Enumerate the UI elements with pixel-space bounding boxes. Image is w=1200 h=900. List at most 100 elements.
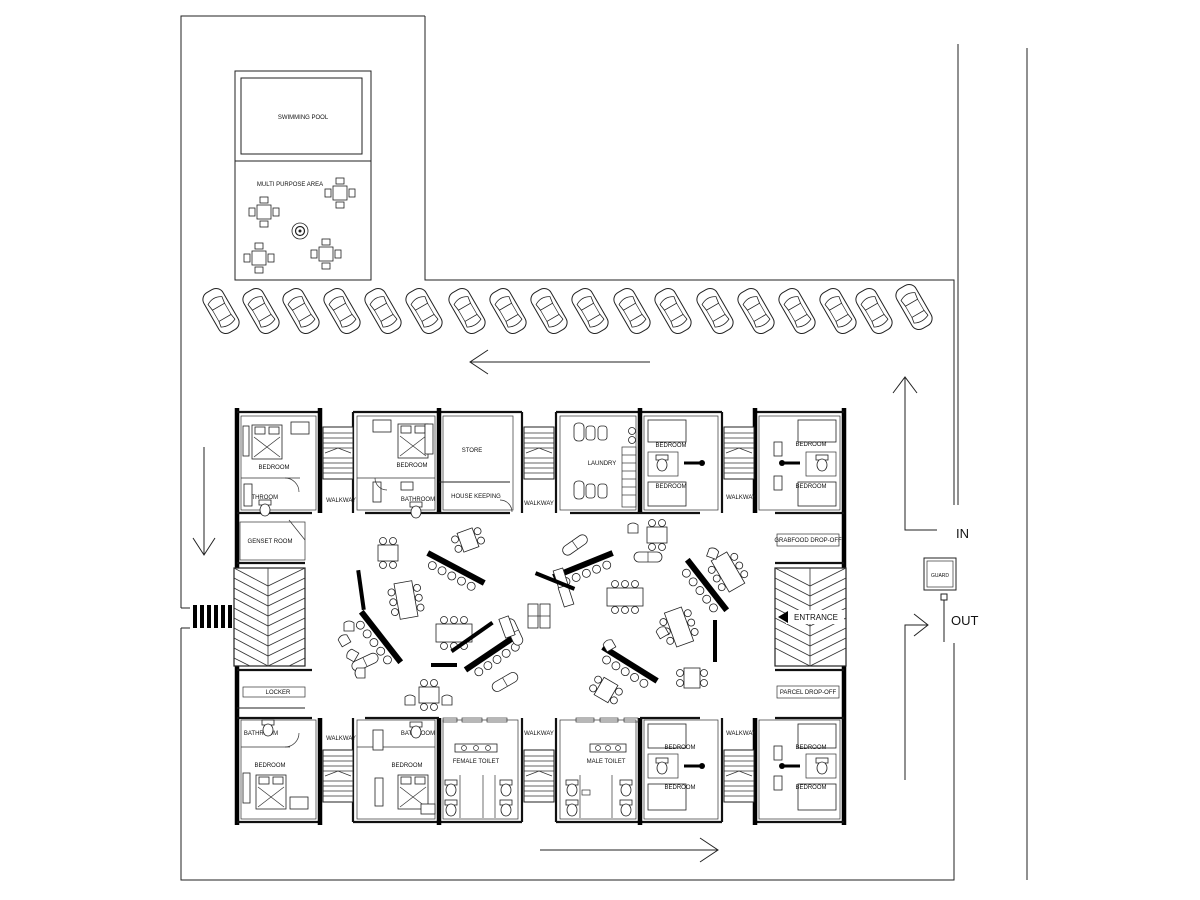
bathroom-label: BATHROOM xyxy=(244,495,278,501)
car-icon xyxy=(610,285,654,337)
car-icon xyxy=(852,285,896,337)
car-icon xyxy=(445,285,489,337)
bedroom-suite-br1: BEDROOM BEDROOM xyxy=(647,723,705,811)
entry-steps-left xyxy=(193,605,232,628)
genset-room: GENSET ROOM xyxy=(239,519,306,561)
counter-strips xyxy=(442,717,639,723)
parcel-dropoff: PARCEL DROP-OFF xyxy=(776,685,840,699)
car-icon xyxy=(361,285,405,337)
left-hatched-stair xyxy=(233,567,306,667)
staircase-icon xyxy=(322,749,354,803)
bedroom-label: BEDROOM xyxy=(655,484,686,490)
car-icon xyxy=(568,285,612,337)
multi-purpose-label: MULTI PURPOSE AREA xyxy=(257,182,323,188)
bedroom-suite-br2: BEDROOM BEDROOM xyxy=(773,723,837,811)
car-icon xyxy=(527,285,571,337)
bedroom-label: BEDROOM xyxy=(795,442,826,448)
small-table xyxy=(676,667,708,689)
bedroom-label: BEDROOM xyxy=(655,443,686,449)
car-icon xyxy=(279,285,323,337)
walkway-label: WALKWAY xyxy=(326,498,356,504)
staircase-icon xyxy=(523,749,555,803)
car-icon xyxy=(775,285,819,337)
bedroom-label: BEDROOM xyxy=(254,763,285,769)
arrow-out-icon xyxy=(904,613,929,780)
car-icon xyxy=(199,285,243,337)
car-icon xyxy=(239,285,283,337)
dining-table xyxy=(435,616,473,650)
bedroom-suite-tl: BEDROOM BATHROOM xyxy=(241,421,310,517)
parcel-label: PARCEL DROP-OFF xyxy=(780,690,837,696)
right-hatched-stair: ENTRANCE xyxy=(774,567,847,667)
guard-house: GUARD xyxy=(923,557,957,642)
outdoor-table xyxy=(324,177,356,209)
bedroom-label: BEDROOM xyxy=(664,745,695,751)
arrow-in-icon xyxy=(892,376,937,531)
walkway-label: WALKWAY xyxy=(726,731,756,737)
parking-row xyxy=(199,281,936,337)
out-label: OUT xyxy=(951,613,979,628)
entrance-arrow-icon xyxy=(778,611,788,623)
female-toilet: FEMALE TOILET xyxy=(444,743,513,818)
genset-room-label: GENSET ROOM xyxy=(248,539,293,545)
bedroom-label: BEDROOM xyxy=(258,465,289,471)
bathroom-label: BATHROOM xyxy=(401,497,435,503)
in-label: IN xyxy=(956,526,969,541)
car-icon xyxy=(892,281,936,333)
grabfood-label: GRABFOOD DROP-OFF xyxy=(774,538,842,544)
bedroom-suite-bl: BATHROOM BEDROOM xyxy=(241,719,309,810)
site-boundary xyxy=(180,15,1028,881)
dining-table xyxy=(606,580,644,614)
staircase-icon xyxy=(322,426,354,480)
bathroom-label: BATHROOM xyxy=(244,731,278,737)
arrow-left-icon xyxy=(469,349,650,375)
entrance-label: ENTRANCE xyxy=(794,613,838,622)
traffic-arrows: IN OUT xyxy=(192,349,979,863)
car-icon xyxy=(320,285,364,337)
sofa xyxy=(489,670,521,694)
bedroom-label: BEDROOM xyxy=(391,763,422,769)
car-icon xyxy=(651,285,695,337)
bedroom-suite-tr1: BEDROOM BEDROOM xyxy=(647,419,705,507)
staircase-icon xyxy=(523,426,555,480)
laundry-room: LAUNDRY xyxy=(573,422,637,508)
laundry-label: LAUNDRY xyxy=(588,461,617,467)
female-toilet-label: FEMALE TOILET xyxy=(453,759,500,765)
bedroom-label: BEDROOM xyxy=(795,785,826,791)
car-icon xyxy=(402,285,446,337)
walkway-label: WALKWAY xyxy=(524,501,554,507)
small-table xyxy=(418,679,440,711)
car-icon xyxy=(486,285,530,337)
locker-label: LOCKER xyxy=(266,690,291,696)
outdoor-table xyxy=(248,196,280,228)
store-label: STORE xyxy=(462,448,483,454)
bench xyxy=(421,549,487,595)
small-table xyxy=(587,673,625,707)
male-toilet-label: MALE TOILET xyxy=(587,759,626,765)
car-icon xyxy=(693,285,737,337)
swimming-pool-label: SWIMMING POOL xyxy=(278,115,329,121)
bedroom-suite-tc: BEDROOM BATHROOM xyxy=(357,419,435,519)
car-icon xyxy=(734,285,778,337)
walkway-label: WALKWAY xyxy=(326,736,356,742)
central-lounge xyxy=(336,519,752,711)
walkway-label: WALKWAY xyxy=(524,731,554,737)
arrow-down-icon xyxy=(192,447,216,556)
staircase-icon xyxy=(723,426,755,480)
walkway-label: WALKWAY xyxy=(726,495,756,501)
pool-block: SWIMMING POOL MULTI PURPOSE AREA xyxy=(234,70,372,281)
guard-label: GUARD xyxy=(931,573,949,579)
sofa xyxy=(633,551,663,563)
male-toilet: MALE TOILET xyxy=(565,743,633,818)
bedroom-suite-tr2: BEDROOM BEDROOM xyxy=(773,419,837,507)
outdoor-table xyxy=(243,242,275,274)
small-table xyxy=(377,537,399,569)
bedroom-label: BEDROOM xyxy=(795,745,826,751)
locker-room: LOCKER xyxy=(242,686,306,698)
outdoor-table xyxy=(310,238,342,270)
sofa xyxy=(560,532,590,558)
car-icon xyxy=(816,285,860,337)
arrow-right-icon xyxy=(540,837,719,863)
bedroom-label: BEDROOM xyxy=(664,785,695,791)
